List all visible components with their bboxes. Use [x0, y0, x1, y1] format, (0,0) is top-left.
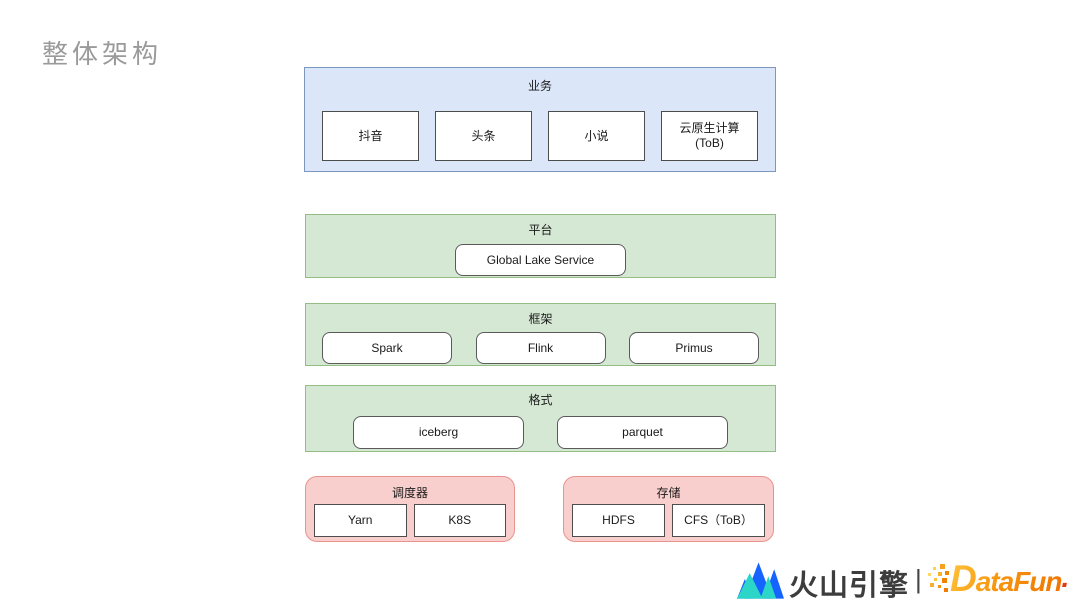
datafun-dots-icon: [928, 564, 949, 592]
node-cloud-native-sublabel: (ToB): [695, 136, 724, 150]
node-cfs-tob: CFS（ToB）: [672, 504, 765, 537]
node-flink: Flink: [475, 332, 606, 364]
node-k8s: K8S: [413, 504, 506, 537]
layer-platform-row: Global Lake Service: [306, 244, 775, 276]
layer-format-row: iceberg parquet: [306, 416, 775, 449]
node-hdfs: HDFS: [572, 504, 665, 537]
layer-scheduler: 调度器 Yarn K8S: [305, 476, 515, 542]
node-flink-label: Flink: [527, 340, 554, 355]
node-cloud-native-computing: 云原生计算 (ToB): [661, 111, 758, 161]
node-iceberg: iceberg: [353, 416, 524, 449]
node-douyin: 抖音: [322, 111, 419, 161]
volcano-engine-wordmark: 火山引擎: [789, 570, 910, 602]
datafun-logo: DataFun .: [927, 558, 1069, 600]
node-parquet-label: parquet: [622, 425, 663, 439]
layer-storage-label: 存储: [656, 486, 681, 500]
node-toutiao-label: 头条: [471, 128, 496, 143]
node-spark-label: Spark: [371, 340, 403, 355]
page-title: 整体架构: [42, 39, 163, 69]
brand-separator: |: [915, 564, 922, 594]
layer-storage-row: HDFS CFS（ToB）: [564, 504, 773, 537]
layer-framework-label: 框架: [528, 312, 553, 326]
node-k8s-label: K8S: [448, 513, 472, 527]
node-global-lake-service: Global Lake Service: [455, 244, 626, 276]
node-parquet: parquet: [557, 416, 728, 449]
node-hdfs-label: HDFS: [602, 513, 635, 527]
node-global-lake-service-label: Global Lake Service: [486, 252, 595, 267]
layer-scheduler-row: Yarn K8S: [306, 504, 514, 537]
layer-platform: 平台 Global Lake Service: [305, 214, 776, 278]
layer-framework-row: Spark Flink Primus: [306, 332, 775, 364]
layer-scheduler-label: 调度器: [391, 486, 428, 500]
datafun-wordmark: DataFun: [950, 558, 1063, 599]
footer-brand: 火山引擎 | DataFun .: [730, 556, 1069, 602]
node-primus-label: Primus: [675, 340, 713, 355]
node-toutiao: 头条: [435, 111, 532, 161]
node-yarn-label: Yarn: [348, 513, 373, 527]
node-cfs-tob-label: CFS（ToB）: [684, 513, 753, 527]
datafun-period: .: [1061, 562, 1070, 593]
layer-platform-label: 平台: [528, 223, 553, 237]
node-douyin-label: 抖音: [358, 128, 383, 143]
node-novel-label: 小说: [584, 128, 609, 143]
layer-storage: 存储 HDFS CFS（ToB）: [563, 476, 774, 542]
layer-business: 业务 抖音 头条 小说 云原生计算 (ToB): [304, 67, 776, 172]
layer-format: 格式 iceberg parquet: [305, 385, 776, 452]
layer-business-row: 抖音 头条 小说 云原生计算 (ToB): [305, 111, 775, 161]
node-cloud-native-label: 云原生计算: [679, 121, 740, 135]
node-spark: Spark: [322, 332, 452, 364]
layer-business-label: 业务: [527, 79, 552, 93]
layer-format-label: 格式: [528, 393, 553, 407]
volcano-mountains-icon: [737, 562, 784, 599]
node-primus: Primus: [629, 332, 759, 364]
layer-framework: 框架 Spark Flink Primus: [305, 303, 776, 366]
node-yarn: Yarn: [314, 504, 407, 537]
node-novel: 小说: [548, 111, 645, 161]
node-iceberg-label: iceberg: [418, 425, 459, 439]
